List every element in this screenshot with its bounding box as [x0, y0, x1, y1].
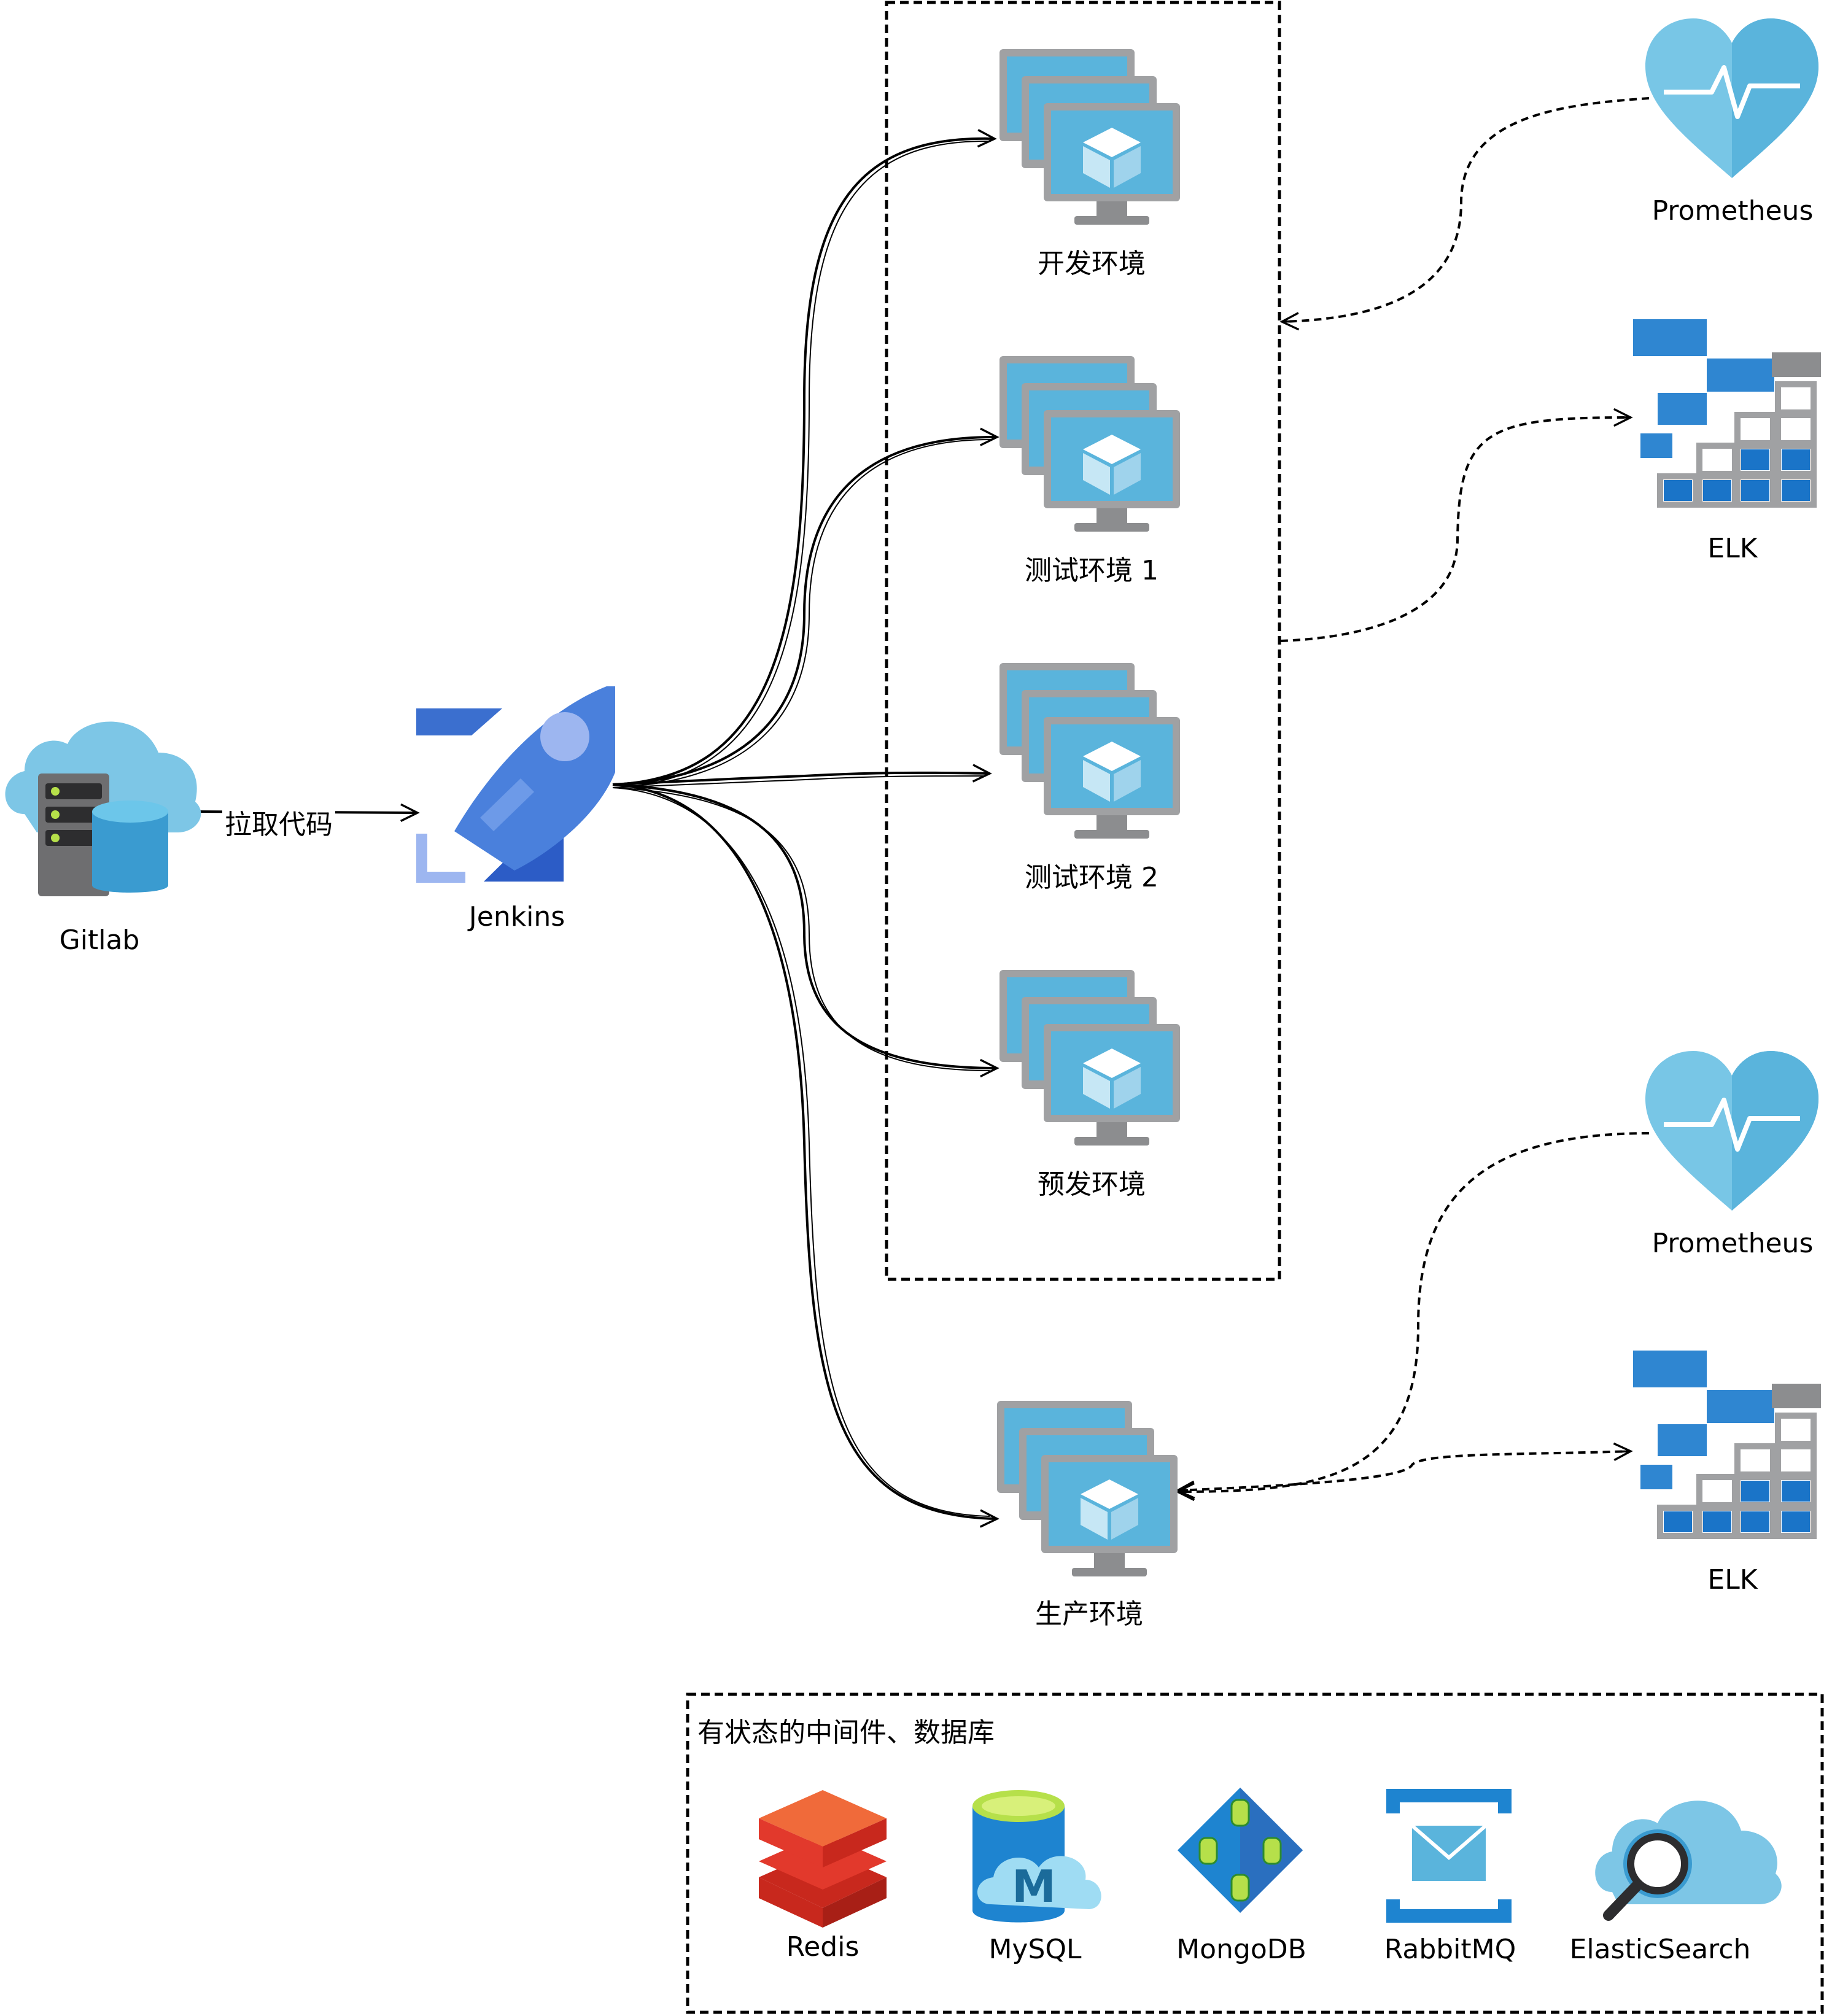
elk-top-icon[interactable]: [1633, 319, 1821, 505]
jenkins-label: Jenkins: [468, 901, 565, 932]
mysql-label: MySQL: [988, 1934, 1082, 1965]
deploy-edges: [612, 139, 997, 1519]
env-preprod-label: 预发环境: [1038, 1169, 1146, 1200]
edge-elk-bottom: [1178, 1451, 1631, 1491]
elk-bottom-label: ELK: [1707, 1564, 1758, 1595]
stateful-group-title: 有状态的中间件、数据库: [697, 1717, 995, 1748]
edge-jenkins-test2: [612, 773, 990, 786]
edge-prometheus-bottom: [1178, 1132, 1650, 1492]
gitlab-label: Gitlab: [59, 925, 140, 956]
vm-dev-icon[interactable]: [999, 49, 1180, 225]
prometheus-top-icon[interactable]: [1645, 18, 1818, 178]
edge-label-pull-code: 拉取代码: [222, 808, 335, 842]
edge-elk-top: [1280, 417, 1631, 642]
svg-text:M: M: [1012, 1861, 1056, 1912]
edge-jenkins-test1: [612, 437, 997, 786]
mongodb-icon: [1178, 1788, 1303, 1913]
elk-top-label: ELK: [1707, 533, 1758, 564]
env-dev-label: 开发环境: [1038, 248, 1146, 279]
vm-test2-icon[interactable]: [999, 663, 1180, 839]
elk-bottom-icon[interactable]: [1633, 1351, 1821, 1536]
monitoring-edges: [1178, 97, 1650, 1492]
mongodb-label: MongoDB: [1176, 1934, 1306, 1965]
elasticsearch-icon: [1595, 1801, 1782, 1921]
vm-test1-icon[interactable]: [999, 356, 1180, 532]
env-prod-label: 生产环境: [1035, 1599, 1143, 1630]
mysql-icon: M: [972, 1790, 1101, 1923]
prometheus-top-label: Prometheus: [1652, 195, 1814, 227]
stateful-middleware-group: [686, 1692, 1824, 2014]
elasticsearch-label: ElasticSearch: [1570, 1934, 1751, 1965]
env-test2-label: 测试环境 2: [1025, 862, 1159, 893]
vm-preprod-icon[interactable]: [999, 970, 1180, 1146]
rabbitmq-icon: [1386, 1789, 1512, 1923]
vm-prod-icon[interactable]: [997, 1401, 1178, 1576]
jenkins-icon[interactable]: [416, 686, 615, 883]
gitlab-icon[interactable]: [5, 721, 201, 896]
rabbitmq-label: RabbitMQ: [1384, 1934, 1516, 1965]
non-prod-env-group: [885, 1, 1281, 1281]
prometheus-bottom-icon[interactable]: [1645, 1051, 1818, 1211]
redis-label: Redis: [786, 1931, 860, 1963]
edge-jenkins-dev: [612, 139, 995, 786]
env-test1-label: 测试环境 1: [1025, 555, 1159, 586]
redis-icon: [759, 1790, 887, 1928]
edge-prometheus-top: [1282, 97, 1650, 322]
edge-jenkins-preprod: [612, 783, 997, 1068]
prometheus-bottom-label: Prometheus: [1652, 1228, 1814, 1259]
